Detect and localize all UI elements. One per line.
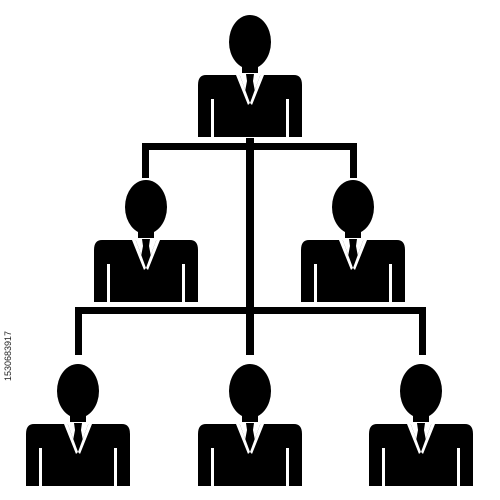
- businessman-icon: [198, 15, 302, 137]
- connector-level3-right-drop: [419, 307, 426, 355]
- person-level2-left: [94, 180, 198, 302]
- connector-lines: [75, 138, 426, 355]
- businessman-icon: [369, 364, 473, 486]
- person-level1-center: [198, 15, 302, 137]
- businessman-icon: [301, 180, 405, 302]
- businessman-icon: [94, 180, 198, 302]
- connector-left-drop: [142, 143, 149, 178]
- person-level2-right: [301, 180, 405, 302]
- connector-center-trunk: [246, 143, 254, 355]
- connector-level3-bar: [75, 307, 426, 314]
- businessman-icon: [198, 364, 302, 486]
- connector-level3-left-drop: [75, 307, 82, 355]
- person-level3-right: [369, 364, 473, 486]
- person-level3-center: [198, 364, 302, 486]
- businessman-icon: [26, 364, 130, 486]
- connector-right-drop: [350, 143, 357, 178]
- person-level3-left: [26, 364, 130, 486]
- watermark-id-text: 1530683917: [3, 330, 13, 382]
